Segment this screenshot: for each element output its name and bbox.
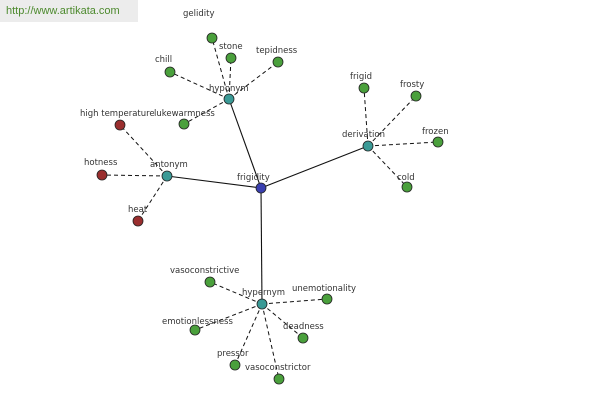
edge-frigidity-hyponym	[228, 98, 262, 189]
label-unemotionality: unemotionality	[292, 284, 356, 294]
node-emotionlessness[interactable]	[189, 324, 201, 336]
node-hotness[interactable]	[96, 169, 108, 181]
label-vasoconstrictive: vasoconstrictive	[170, 266, 239, 276]
node-antonym[interactable]	[161, 170, 173, 182]
edges	[101, 37, 439, 380]
edge-hyponym-lukewarmness	[183, 98, 230, 125]
node-frosty[interactable]	[410, 90, 422, 102]
site-watermark: http://www.artikata.com	[0, 0, 138, 22]
label-gelidity: gelidity	[183, 9, 214, 19]
node-frigid[interactable]	[358, 82, 370, 94]
node-gelidity[interactable]	[206, 32, 218, 44]
edge-antonym-hotness	[101, 174, 168, 177]
node-derivation[interactable]	[362, 140, 374, 152]
edge-frigidity-antonym	[166, 175, 262, 189]
node-high-temperature[interactable]	[114, 119, 126, 131]
label-deadness: deadness	[283, 322, 324, 332]
node-hypernym[interactable]	[256, 298, 268, 310]
node-vasoconstrictive[interactable]	[204, 276, 216, 288]
edge-hyponym-gelidity	[211, 37, 230, 100]
node-frigidity[interactable]	[255, 182, 267, 194]
label-hotness: hotness	[84, 158, 118, 168]
node-tepidness[interactable]	[272, 56, 284, 68]
label-frigid: frigid	[350, 72, 372, 82]
node-cold[interactable]	[401, 181, 413, 193]
label-frosty: frosty	[400, 80, 424, 90]
edge-antonym-high-temperature	[119, 124, 168, 177]
edge-hypernym-emotionlessness	[194, 303, 263, 331]
label-hyponym: hyponym	[209, 84, 249, 94]
node-vasoconstrictor[interactable]	[273, 373, 285, 385]
edge-hypernym-unemotionality	[261, 298, 328, 305]
edge-frigidity-derivation	[260, 145, 369, 189]
edge-hyponym-tepidness	[228, 61, 279, 100]
nodes	[96, 32, 444, 385]
edge-derivation-frozen	[367, 141, 439, 147]
label-frozen: frozen	[422, 127, 449, 137]
node-hyponym[interactable]	[223, 93, 235, 105]
node-stone[interactable]	[225, 52, 237, 64]
edge-hypernym-vasoconstrictive	[209, 281, 263, 305]
edge-frigidity-hypernym	[260, 187, 263, 305]
edge-derivation-cold	[367, 145, 408, 188]
label-derivation: derivation	[342, 130, 385, 140]
label-emotionlessness: emotionlessness	[162, 317, 233, 327]
edge-hyponym-chill	[169, 71, 230, 100]
edge-hypernym-vasoconstrictor	[261, 303, 280, 380]
node-heat[interactable]	[132, 215, 144, 227]
node-pressor[interactable]	[229, 359, 241, 371]
node-unemotionality[interactable]	[321, 293, 333, 305]
node-chill[interactable]	[164, 66, 176, 78]
label-tepidness: tepidness	[256, 46, 298, 56]
edge-antonym-heat	[137, 175, 168, 222]
label-heat: heat	[128, 205, 148, 215]
edge-hypernym-deadness	[261, 303, 304, 339]
label-high-temperature: high temperature	[80, 109, 155, 119]
edge-derivation-frigid	[363, 87, 369, 147]
node-lukewarmness[interactable]	[178, 118, 190, 130]
node-frozen[interactable]	[432, 136, 444, 148]
edge-derivation-frosty	[367, 95, 417, 147]
label-hypernym: hypernym	[242, 288, 285, 298]
label-lukewarmness: lukewarmness	[154, 109, 215, 119]
label-frigidity: frigidity	[237, 173, 270, 183]
label-pressor: pressor	[217, 349, 249, 359]
node-deadness[interactable]	[297, 332, 309, 344]
label-stone: stone	[219, 42, 243, 52]
label-antonym: antonym	[150, 160, 188, 170]
label-vasoconstrictor: vasoconstrictor	[245, 363, 311, 373]
label-cold: cold	[397, 173, 415, 183]
label-chill: chill	[155, 55, 172, 65]
